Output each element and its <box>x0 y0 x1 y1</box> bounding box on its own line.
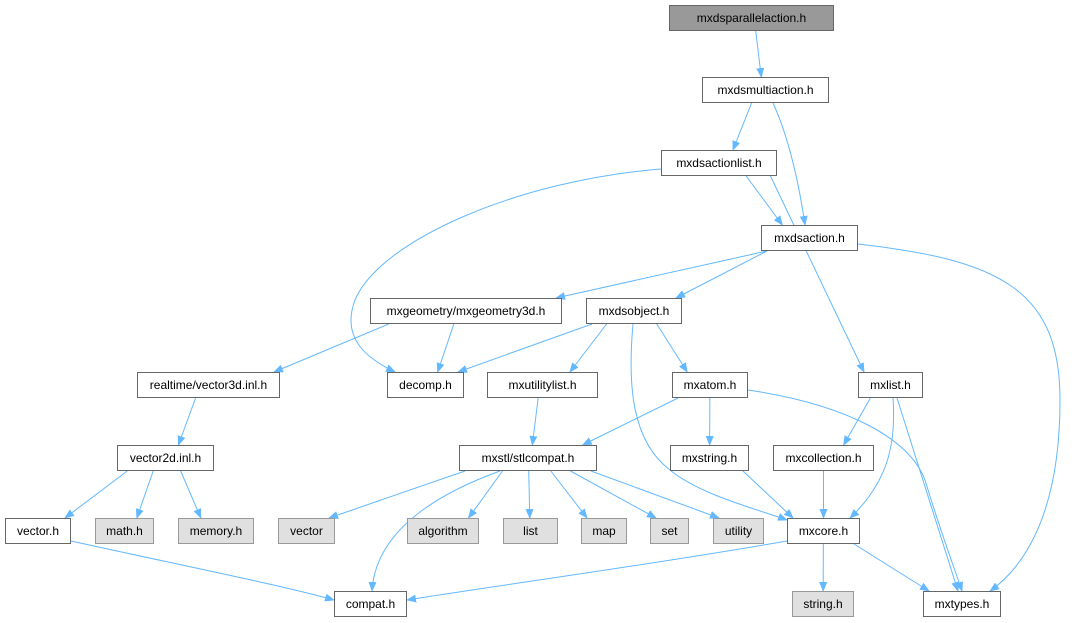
node-stringh: string.h <box>792 591 854 617</box>
edge-dsobject-to-utillist <box>569 323 607 373</box>
edge-vec2d-to-memory <box>180 470 202 519</box>
edge-stl-to-map <box>550 470 588 519</box>
edge-dsobject-to-core <box>630 323 788 521</box>
node-atom[interactable]: mxatom.h <box>672 372 748 398</box>
edge-geom-to-decomp <box>436 323 455 373</box>
node-algorithm: algorithm <box>407 518 479 544</box>
node-memory: memory.h <box>178 518 254 544</box>
node-coll[interactable]: mxcollection.h <box>773 445 874 471</box>
edge-vec3d-to-vec2d <box>177 397 197 446</box>
node-dsobject[interactable]: mxdsobject.h <box>586 298 682 324</box>
edge-stl-to-utility <box>590 470 720 519</box>
edge-mxstring-to-core <box>742 470 794 519</box>
edge-vectorh-to-compat <box>70 540 335 602</box>
node-actionlist[interactable]: mxdsactionlist.h <box>661 150 777 176</box>
node-action[interactable]: mxdsaction.h <box>761 225 858 251</box>
node-stl[interactable]: mxstl/stlcompat.h <box>459 445 597 471</box>
node-multi[interactable]: mxdsmultiaction.h <box>702 77 829 103</box>
edge-mxlist-to-core <box>849 397 895 519</box>
edge-multi-to-actionlist <box>732 102 753 151</box>
node-types[interactable]: mxtypes.h <box>923 591 1001 617</box>
edge-parallel-to-multi <box>755 30 765 78</box>
edge-actionlist-to-decomp <box>350 168 662 373</box>
edge-multi-to-action <box>772 102 808 226</box>
edge-geom-to-vec3d <box>273 323 389 373</box>
edge-dsobject-to-decomp <box>457 323 593 373</box>
node-utility: utility <box>713 518 764 544</box>
node-core[interactable]: mxcore.h <box>787 518 860 544</box>
edge-core-to-types <box>853 543 930 592</box>
edge-stl-to-list <box>525 470 534 519</box>
node-vec3d[interactable]: realtime/vector3d.inl.h <box>137 372 280 398</box>
edge-actionlist-to-action <box>745 175 783 226</box>
node-math: math.h <box>95 518 154 544</box>
edge-vec2d-to-math <box>135 470 154 519</box>
node-utillist[interactable]: mxutilitylist.h <box>487 372 598 398</box>
node-vector: vector <box>278 518 335 544</box>
edge-vec2d-to-vectorh <box>64 470 128 519</box>
edge-utillist-to-stl <box>529 397 539 446</box>
node-vec2d[interactable]: vector2d.inl.h <box>117 445 214 471</box>
edge-atom-to-types <box>747 389 963 592</box>
edge-stl-to-set <box>570 470 657 519</box>
node-mxlist[interactable]: mxlist.h <box>858 372 923 398</box>
node-map: map <box>581 518 627 544</box>
edge-action-to-dsobject <box>675 250 768 299</box>
node-mxstring[interactable]: mxstring.h <box>670 445 749 471</box>
edge-action-to-geom <box>555 250 768 300</box>
edge-atom-to-stl <box>581 397 679 446</box>
edge-stl-to-algorithm <box>467 470 503 519</box>
node-list: list <box>503 518 558 544</box>
node-set: set <box>650 518 689 544</box>
node-decomp[interactable]: decomp.h <box>387 372 464 398</box>
node-geom[interactable]: mxgeometry/mxgeometry3d.h <box>370 298 562 324</box>
node-parallel: mxdsparallelaction.h <box>669 5 834 31</box>
edge-mxlist-to-types <box>896 397 960 592</box>
edge-actionlist-to-mxlist <box>769 175 865 373</box>
edge-stl-to-vector <box>328 470 466 519</box>
node-vectorh[interactable]: vector.h <box>5 518 71 544</box>
edge-core-to-compat <box>406 540 788 603</box>
edge-mxlist-to-coll <box>843 397 871 446</box>
edge-action-to-types <box>857 243 1061 592</box>
edge-dsobject-to-atom <box>656 323 688 373</box>
node-compat[interactable]: compat.h <box>334 591 407 617</box>
